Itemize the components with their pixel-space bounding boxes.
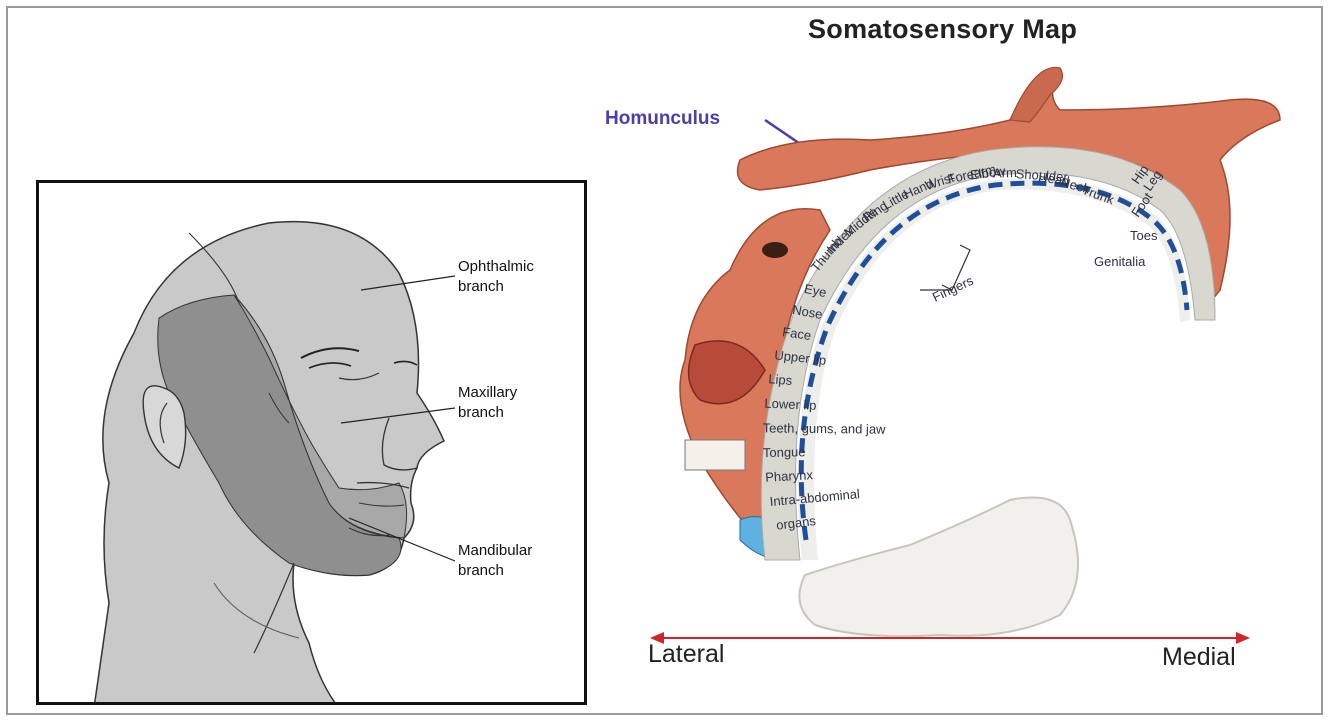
body-part-label: Pharynx [765, 467, 814, 485]
homunculus-eye [762, 242, 788, 258]
ophthalmic-label: Ophthalmic branch [458, 257, 534, 297]
fingers-label: Fingers [930, 273, 976, 305]
medial-label: Medial [1162, 643, 1236, 672]
body-part-label: Teeth, gums, and jaw [763, 420, 887, 436]
body-part-label: Lips [768, 371, 793, 388]
lateral-label: Lateral [648, 640, 724, 669]
somatosensory-map-illustration: TrunkNeckHeadShoulderArmElbowForearmWris… [590, 40, 1310, 660]
outer-body-part-label: Toes [1130, 228, 1158, 243]
fist-illustration [799, 498, 1078, 637]
ophthalmic-line-1: Ophthalmic [458, 257, 534, 277]
mandibular-line-2: branch [458, 561, 532, 581]
ophthalmic-line-2: branch [458, 277, 534, 297]
mandibular-label: Mandibular branch [458, 541, 532, 581]
maxillary-line-2: branch [458, 403, 517, 423]
body-part-label: Tongue [763, 444, 806, 460]
medial-arrow-head [1236, 632, 1250, 644]
maxillary-line-1: Maxillary [458, 383, 517, 403]
body-part-label: Lower lip [764, 396, 817, 413]
trigeminal-panel: Ophthalmic branch Maxillary branch Mandi… [36, 180, 587, 705]
outer-body-part-label: Genitalia [1094, 254, 1146, 269]
homunculus-teeth [685, 440, 745, 470]
maxillary-label: Maxillary branch [458, 383, 517, 423]
mandibular-line-1: Mandibular [458, 541, 532, 561]
